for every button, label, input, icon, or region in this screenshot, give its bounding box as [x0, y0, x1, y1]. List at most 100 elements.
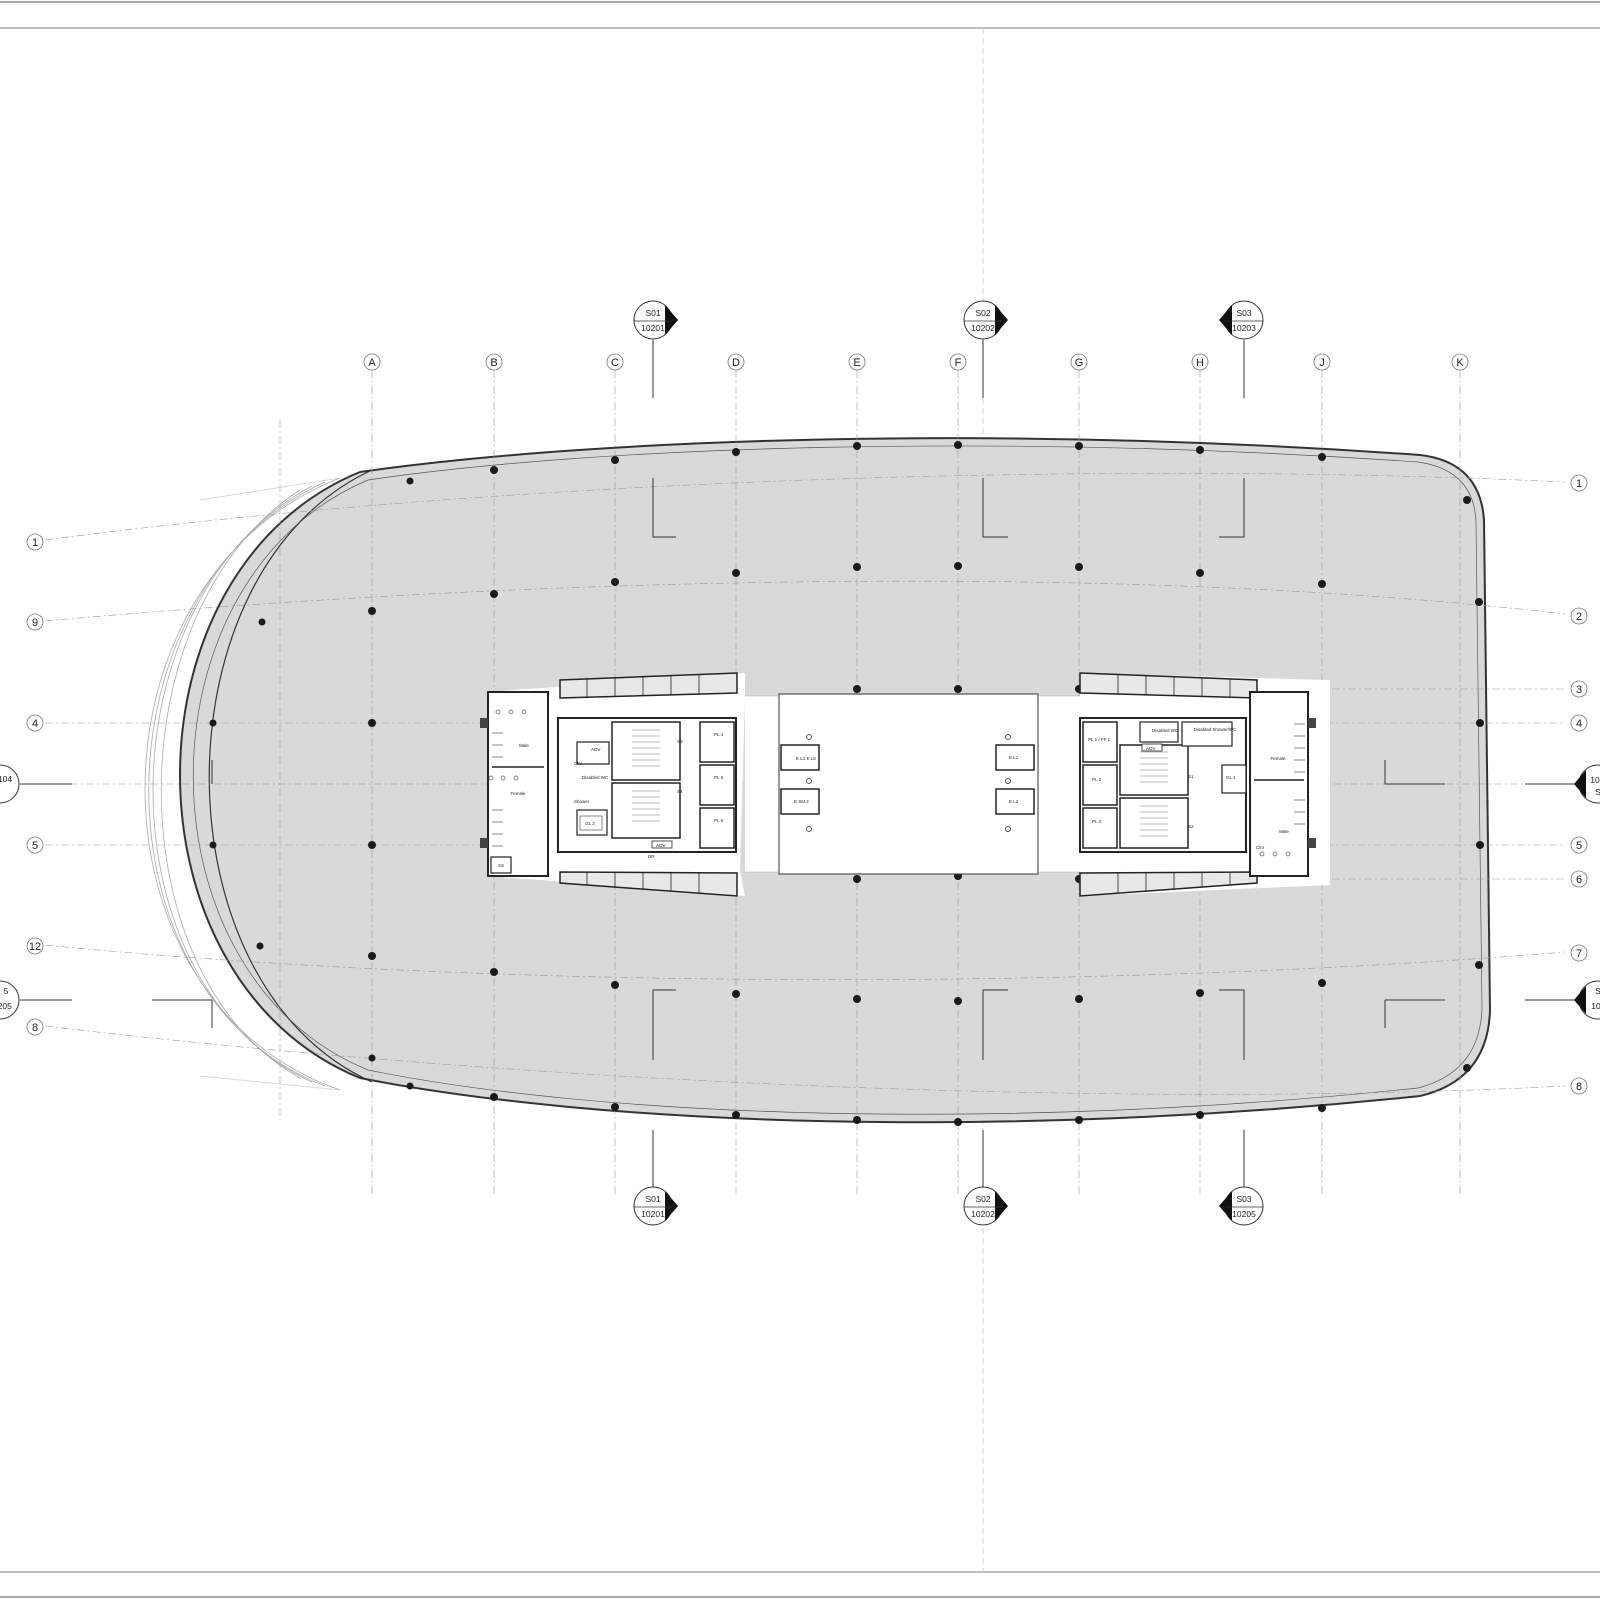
grid-row-label: 2 — [1576, 611, 1582, 623]
section-code: S02 — [975, 308, 990, 318]
room-label-s3: S3 — [677, 739, 683, 744]
grid-col-label: K — [1456, 357, 1464, 369]
grid-bubble-col: J — [1313, 353, 1331, 371]
grid-row-label: 4 — [32, 718, 38, 730]
section-marker: S01 10201 — [633, 1130, 678, 1226]
section-marker-right-lower: S 10 — [1384, 980, 1600, 1028]
room-label-disabled-shower: Disabled Shower/WC — [1194, 727, 1238, 732]
grid-col-label: H — [1196, 357, 1204, 369]
row-grid-labels-right: 1 2 3 4 5 6 7 8 — [1570, 474, 1588, 1095]
grid-row-label: 8 — [32, 1022, 38, 1034]
slab-facade-line — [208, 469, 373, 1083]
room-label-cleaner: Clnr — [1256, 845, 1265, 850]
section-code: S01 — [645, 308, 660, 318]
room-label-pl4: PL 4 — [714, 732, 724, 737]
core-lifts: E L1 E L5 E SM.2 E L1 E L2 — [745, 693, 1080, 875]
grid-col-label: F — [955, 357, 962, 369]
section-marker-left-lower: 5 10205 — [0, 980, 213, 1028]
section-code: S03 — [1236, 308, 1251, 318]
grid-bubble-row: 8 — [1570, 1077, 1588, 1095]
section-code: S01 — [645, 1194, 660, 1204]
lift-label: E L1 E L5 — [796, 756, 816, 761]
room-label-aov: AOV — [1146, 746, 1156, 751]
section-sheet: 10201 — [641, 1209, 665, 1219]
core-left: SS Male Female Clnr Disabled WC Shower A… — [480, 672, 745, 897]
room-label-gl: GL 2 — [585, 821, 595, 826]
room-label-pl1: PL 1 / FF 1 — [1088, 737, 1111, 742]
section-sheet: 10 — [1590, 775, 1600, 785]
grid-col-label: C — [611, 357, 619, 369]
section-marker: S02 10202 — [963, 1130, 1008, 1226]
grid-bubble-row: 12 — [26, 937, 44, 955]
room-label-female: Female — [1270, 756, 1286, 761]
section-marker: S03 10205 — [1219, 1130, 1264, 1226]
section-sheet: 10205 — [1232, 1209, 1256, 1219]
grid-bubble-col: C — [606, 353, 624, 371]
section-markers-bottom: S01 10201 S02 10202 S03 10205 — [633, 1130, 1264, 1226]
grid-row-label: 7 — [1576, 948, 1582, 960]
grid-bubble-col: G — [1070, 353, 1088, 371]
grid-col-label: A — [368, 357, 376, 369]
grid-col-label: E — [853, 357, 860, 369]
room-label-disabled-wc: Disabled WC — [1152, 728, 1179, 733]
structural-columns — [209, 441, 1484, 1126]
section-marker-right-upper: 10 S — [1525, 764, 1600, 804]
grid-row-label: 8 — [1576, 1081, 1582, 1093]
grid-col-label: B — [490, 357, 497, 369]
room-label-female: Female — [510, 791, 526, 796]
room-label-dr: DR — [648, 854, 655, 859]
core-right: PL 1 / FF 1 PL 2 PL 3 S1 S2 Disabled WC … — [1079, 672, 1330, 897]
room-label-s4: S4 — [677, 789, 683, 794]
grid-bubble-col: H — [1191, 353, 1209, 371]
grid-bubble-row: 9 — [26, 613, 44, 631]
grid-bubble-row: 5 — [1570, 836, 1588, 854]
grid-row-label: 4 — [1576, 718, 1582, 730]
grid-row-label: 9 — [32, 617, 38, 629]
section-marker: S01 10201 — [633, 300, 678, 398]
room-label-aov: AOV — [656, 843, 666, 848]
section-markers-top: S01 10201 S02 10202 S03 10203 — [633, 300, 1264, 398]
section-sheet: 10203 — [1232, 323, 1256, 333]
section-sheet: 10201 — [641, 323, 665, 333]
column-grid-labels: A B C D E F G H J K — [363, 353, 1469, 371]
lift-label: E SM.2 — [794, 799, 809, 804]
section-sheet: 10 — [1591, 1001, 1600, 1011]
room-label-pl6: PL 6 — [714, 818, 724, 823]
section-code: S02 — [975, 1194, 990, 1204]
room-label-shower: Shower — [574, 799, 590, 804]
slab-inner-edge — [193, 445, 1483, 1115]
room-label-ss: SS — [498, 863, 504, 868]
row-grid-labels-left: 1 9 4 5 12 8 — [26, 533, 44, 1036]
reference-brackets — [211, 478, 1445, 1060]
grid-bubble-col: D — [727, 353, 745, 371]
section-code: S03 — [1236, 1194, 1251, 1204]
section-marker: S02 10202 — [963, 300, 1008, 398]
lift-label: E L1 — [1009, 755, 1019, 760]
room-label-gl: GL 1 — [1226, 775, 1236, 780]
grid-bubble-row: 4 — [1570, 714, 1588, 732]
grid-bubble-row: 6 — [1570, 870, 1588, 888]
grid-col-label: G — [1075, 357, 1084, 369]
section-code: S — [1595, 986, 1600, 996]
grid-bubble-col: A — [363, 353, 381, 371]
grid-row-label: 6 — [1576, 874, 1582, 886]
room-label-disabled: Disabled WC — [582, 775, 609, 780]
section-markers-side: 104 5 10205 10 S S 10 — [0, 764, 1600, 1028]
grid-row-label: 3 — [1576, 684, 1582, 696]
grid-bubble-row: 8 — [26, 1018, 44, 1036]
grid-bubble-col: F — [949, 353, 967, 371]
section-code: S — [1595, 787, 1600, 797]
room-label-male: Male — [519, 743, 529, 748]
grid-row-label: 12 — [29, 941, 41, 953]
grid-bubble-col: B — [485, 353, 503, 371]
grid-bubble-col: K — [1451, 353, 1469, 371]
grid-bubble-row: 1 — [1570, 474, 1588, 492]
room-label-pl5: PL 5 — [714, 775, 724, 780]
facade-curves-left — [144, 477, 341, 1091]
grid-bubble-row: 5 — [26, 836, 44, 854]
lift-label: E L2 — [1009, 799, 1019, 804]
room-label-male: Male — [1279, 829, 1289, 834]
room-label-pl3: PL 3 — [1092, 819, 1102, 824]
section-sheet: 10202 — [971, 323, 995, 333]
section-marker-left-upper: 104 — [0, 764, 72, 804]
